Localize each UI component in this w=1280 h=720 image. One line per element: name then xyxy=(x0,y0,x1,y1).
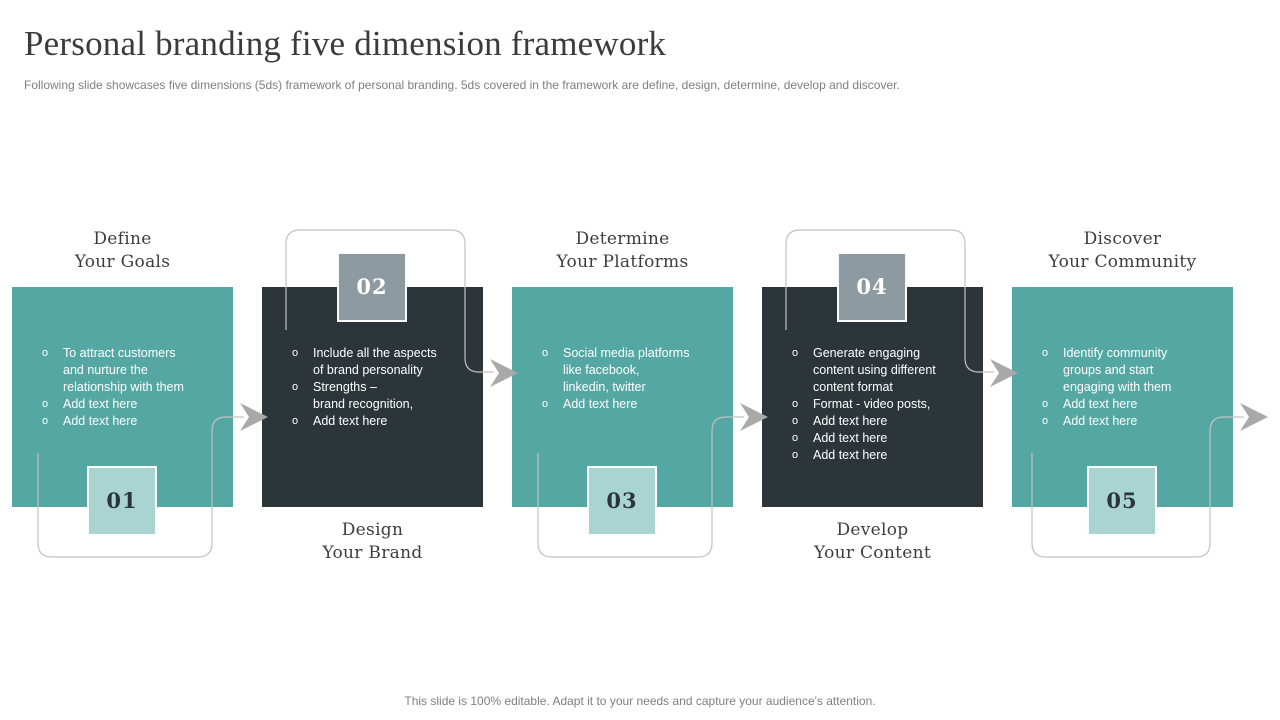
bullet-marker: o xyxy=(792,398,799,410)
bullet-marker: o xyxy=(1042,415,1049,427)
bullet-item: o Include all the aspects of brand person… xyxy=(292,345,478,379)
bullet-item: o Social media platforms like facebook, l… xyxy=(542,345,728,396)
step-2-bullet-list: o Include all the aspects of brand person… xyxy=(292,345,478,430)
bullet-item: o Add text here xyxy=(1042,396,1228,413)
bullet-marker: o xyxy=(792,449,799,461)
bullet-item: o Generate engaging content using differe… xyxy=(792,345,978,396)
bullet-marker: o xyxy=(792,347,799,359)
bullet-text: Add text here xyxy=(563,397,638,411)
bullet-text: Add text here xyxy=(813,431,888,445)
arrow-right-icon xyxy=(1240,403,1268,431)
bullet-text: To attract customers and nurture the rel… xyxy=(63,346,184,394)
bullet-text: Format - video posts, xyxy=(813,397,931,411)
bullet-item: o Add text here xyxy=(792,430,978,447)
bullet-marker: o xyxy=(42,347,49,359)
bullet-item: o Format - video posts, xyxy=(792,396,978,413)
bullet-text: Identify community groups and start enga… xyxy=(1063,346,1172,394)
bullet-marker: o xyxy=(792,432,799,444)
bullet-text: Add text here xyxy=(1063,414,1138,428)
bullet-text: Strengths – brand recognition, xyxy=(313,380,414,411)
bullet-text: Include all the aspects of brand persona… xyxy=(313,346,437,377)
bullet-item: o Add text here xyxy=(792,413,978,430)
step-4-number-badge: 04 xyxy=(837,252,907,322)
step-4-title: Develop Your Content xyxy=(814,520,931,563)
bullet-item: o Add text here xyxy=(1042,413,1228,430)
bullet-marker: o xyxy=(42,398,49,410)
bullet-marker: o xyxy=(42,415,49,427)
bullet-item: o Add text here xyxy=(42,413,228,430)
bullet-text: Add text here xyxy=(1063,397,1138,411)
step-5-title: Discover Your Community xyxy=(1048,229,1197,272)
step-1-bullet-list: o To attract customers and nurture the re… xyxy=(42,345,228,430)
step-1-title: Define Your Goals xyxy=(74,229,171,272)
bullet-marker: o xyxy=(1042,398,1049,410)
bullet-item: o Add text here xyxy=(42,396,228,413)
bullet-item: o Identify community groups and start eng… xyxy=(1042,345,1228,396)
bullet-text: Generate engaging content using differen… xyxy=(813,346,936,394)
bullet-text: Add text here xyxy=(63,414,138,428)
step-5-bullet-list: o Identify community groups and start eng… xyxy=(1042,345,1228,430)
bullet-marker: o xyxy=(542,398,549,410)
step-5-number-badge: 05 xyxy=(1087,466,1157,536)
step-3-title: Determine Your Platforms xyxy=(556,229,689,272)
bullet-marker: o xyxy=(1042,347,1049,359)
bullet-text: Add text here xyxy=(313,414,388,428)
step-1-number-badge: 01 xyxy=(87,466,157,536)
bullet-marker: o xyxy=(292,415,299,427)
slide-footer-note: This slide is 100% editable. Adapt it to… xyxy=(404,694,876,708)
step-2-number-badge: 02 xyxy=(337,252,407,322)
slide-subtitle: Following slide showcases five dimension… xyxy=(24,78,900,92)
bullet-item: o Add text here xyxy=(792,447,978,464)
bullet-marker: o xyxy=(292,347,299,359)
bullet-item: o Add text here xyxy=(292,413,478,430)
bullet-item: o Strengths – brand recognition, xyxy=(292,379,478,413)
step-3-number-badge: 03 xyxy=(587,466,657,536)
bullet-marker: o xyxy=(792,415,799,427)
bullet-text: Add text here xyxy=(813,448,888,462)
step-3-bullet-list: o Social media platforms like facebook, l… xyxy=(542,345,728,413)
bullet-marker: o xyxy=(542,347,549,359)
bullet-item: o To attract customers and nurture the re… xyxy=(42,345,228,396)
step-4-bullet-list: o Generate engaging content using differe… xyxy=(792,345,978,464)
bullet-text: Social media platforms like facebook, li… xyxy=(563,346,690,394)
bullet-text: Add text here xyxy=(63,397,138,411)
step-2-title: Design Your Brand xyxy=(322,520,423,563)
bullet-marker: o xyxy=(292,381,299,393)
page-title: Personal branding five dimension framewo… xyxy=(24,24,667,63)
bullet-item: o Add text here xyxy=(542,396,728,413)
bullet-text: Add text here xyxy=(813,414,888,428)
